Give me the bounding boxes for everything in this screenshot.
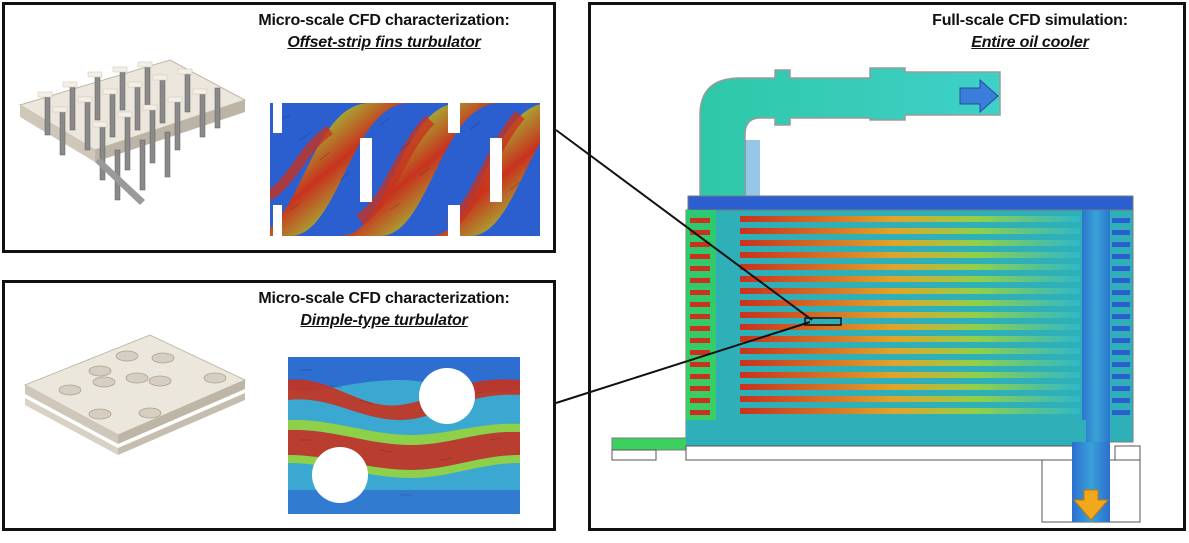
offset-strip-fin-model <box>18 59 247 205</box>
zoom-marker <box>804 317 842 326</box>
connector-line-dimple <box>555 321 811 404</box>
dimple-velocity-field <box>288 357 520 514</box>
connector-line-offset-strip <box>555 129 813 321</box>
dimple-title-line1: Micro-scale CFD characterization: <box>258 290 510 307</box>
full-scale-title-line1: Full-scale CFD simulation: <box>932 12 1128 29</box>
offset-strip-subtitle: Offset-strip fins turbulator <box>287 34 481 51</box>
arrow-right-icon <box>959 78 999 114</box>
oil-cooler-model <box>611 67 1141 523</box>
cooler-plates <box>740 216 1080 414</box>
offset-strip-velocity-field <box>270 103 540 236</box>
offset-strip-title: Micro-scale CFD characterization: Offset… <box>214 10 554 54</box>
arrow-down-icon <box>1072 489 1110 521</box>
dimple-subtitle: Dimple-type turbulator <box>300 312 468 329</box>
dimple-title: Micro-scale CFD characterization: Dimple… <box>214 288 554 332</box>
full-scale-subtitle: Entire oil cooler <box>971 34 1089 51</box>
offset-strip-title-line1: Micro-scale CFD characterization: <box>258 12 510 29</box>
full-scale-title: Full-scale CFD simulation: Entire oil co… <box>880 10 1180 54</box>
dimple-plate-model <box>23 334 247 455</box>
